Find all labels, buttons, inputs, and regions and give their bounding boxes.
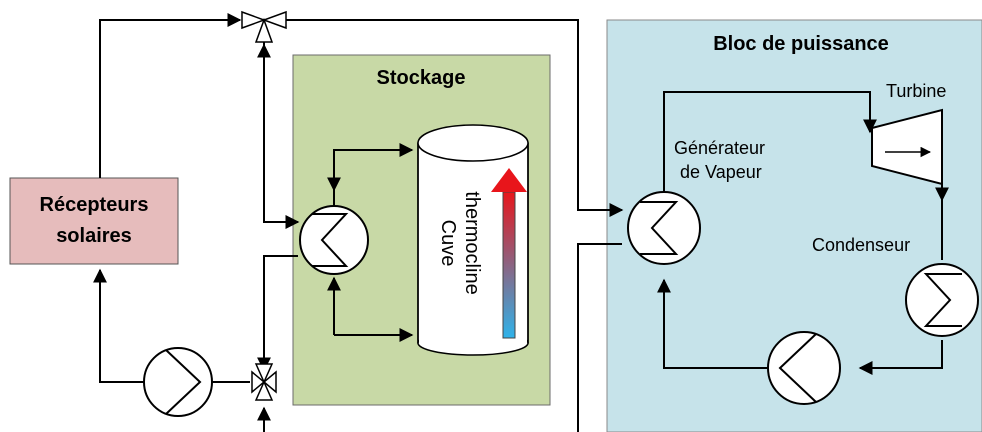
pipe-top-valve-to-storage-hx (263, 38, 300, 229)
pipe-pump-to-steam-generator (657, 278, 770, 369)
tank-label-line2: thermocline (461, 191, 483, 294)
turbine-label: Turbine (886, 81, 946, 101)
pipe-condenser-to-pump (858, 340, 943, 375)
steam-generator-label-line2: de Vapeur (680, 162, 762, 182)
bottom-three-way-valve (251, 363, 277, 401)
storage-heat-exchanger (299, 205, 369, 275)
turbine-icon (871, 108, 943, 186)
receiver-label-line2: solaires (56, 225, 132, 247)
power-block-pump (767, 331, 841, 405)
receiver-label-line1: Récepteurs (40, 194, 149, 216)
temperature-gradient-arrow (491, 168, 527, 339)
pipe-steam-generator-return (577, 243, 622, 432)
solar-loop-pump (143, 347, 213, 417)
condenser-label: Condenseur (812, 235, 910, 255)
pipe-steam-to-turbine (663, 91, 877, 192)
power-block-title: Bloc de puissance (713, 33, 889, 55)
tank-label-line1: Cuve (437, 220, 459, 267)
solar-receiver-box (9, 177, 179, 265)
condenser-heat-exchanger (905, 263, 979, 337)
top-three-way-valve (241, 10, 287, 43)
pipe-receiver-to-top-valve (99, 13, 242, 178)
storage-title: Stockage (377, 67, 466, 89)
pipe-storage-hx-to-bottom-valve (257, 255, 298, 372)
steam-generator-heat-exchanger (627, 191, 701, 265)
steam-generator-label-line1: Générateur (674, 138, 765, 158)
pipe-top-valve-to-steam-generator (284, 19, 624, 217)
